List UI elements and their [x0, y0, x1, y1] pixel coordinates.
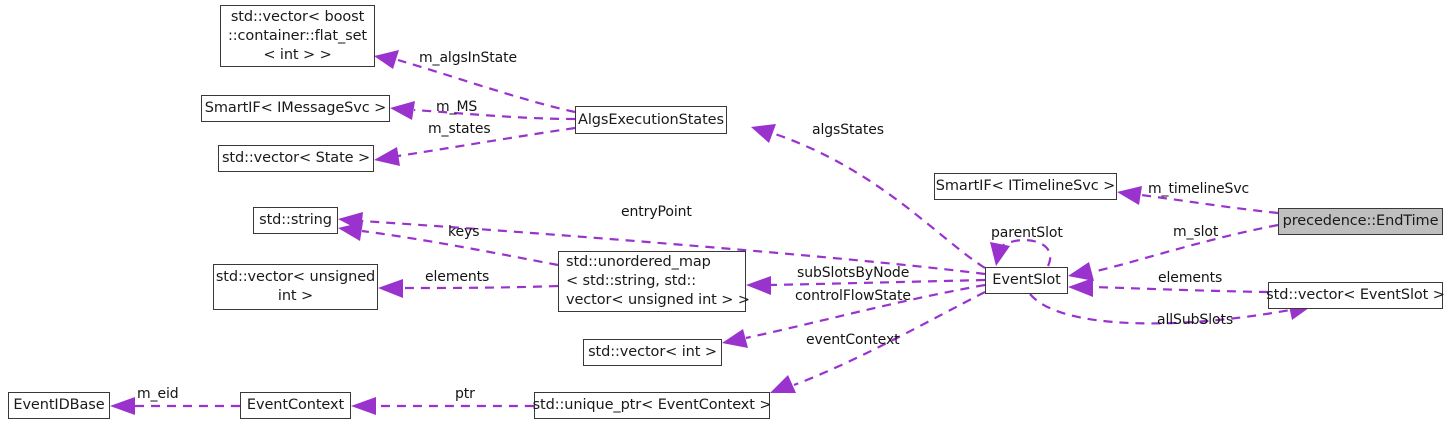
node-smartif-imessagesvc[interactable]: SmartIF< IMessageSvc > [201, 95, 390, 122]
edge-label-algsStates: algsStates [812, 122, 885, 138]
edge-label-m_algsInState: m_algsInState [419, 50, 518, 66]
edge-label-parentSlot: parentSlot [991, 225, 1063, 241]
node-event-context[interactable]: EventContext [240, 392, 351, 419]
node-event-id-base[interactable]: EventIDBase [8, 392, 110, 419]
edge-label-controlFlowState: controlFlowState [795, 288, 911, 304]
node-std-string[interactable]: std::string [253, 207, 338, 234]
edge-label-m_eid: m_eid [137, 386, 179, 402]
edge-label-allSubSlots: allSubSlots [1157, 312, 1234, 328]
node-algs-execution-states[interactable]: AlgsExecutionStates [575, 106, 727, 134]
edge-label-ptr: ptr [455, 386, 475, 402]
edge-label-entryPoint: entryPoint [621, 204, 692, 220]
edge-label-m_MS: m_MS [436, 99, 478, 115]
edge-label-elements-uint: elements [425, 269, 490, 285]
edge-label-m_slot: m_slot [1173, 224, 1219, 240]
edge-label-subSlotsByNode: subSlotsByNode [797, 265, 910, 281]
node-unique-ptr-event-context[interactable]: std::unique_ptr< EventContext > [533, 392, 772, 419]
edge-parentSlot [990, 239, 1052, 267]
edge-m_MS [390, 101, 576, 121]
node-unordered-map[interactable]: std::unordered_map < std::string, std:: … [558, 251, 750, 312]
node-vector-boost-flat-set[interactable]: std::vector< boost ::container::flat_set… [220, 5, 375, 67]
edge-label-m_timelineSvc: m_timelineSvc [1148, 181, 1250, 197]
edge-label-eventContext: eventContext [806, 332, 900, 348]
edge-label-m_states: m_states [428, 121, 491, 137]
node-vector-state[interactable]: std::vector< State > [218, 145, 374, 172]
edge-label-elements-eventslot: elements [1158, 270, 1223, 286]
node-vector-unsigned-int[interactable]: std::vector< unsigned int > [213, 264, 378, 310]
edge-label-keys: keys [448, 224, 480, 240]
edge-ptr [351, 397, 534, 415]
node-vector-int[interactable]: std::vector< int > [583, 339, 722, 366]
node-event-slot[interactable]: EventSlot [985, 267, 1068, 294]
node-precedence-endtime[interactable]: precedence::EndTime [1278, 208, 1443, 235]
node-vector-event-slot[interactable]: std::vector< EventSlot > [1266, 282, 1445, 309]
node-smartif-itimelinesvc[interactable]: SmartIF< ITimelineSvc > [934, 173, 1117, 200]
